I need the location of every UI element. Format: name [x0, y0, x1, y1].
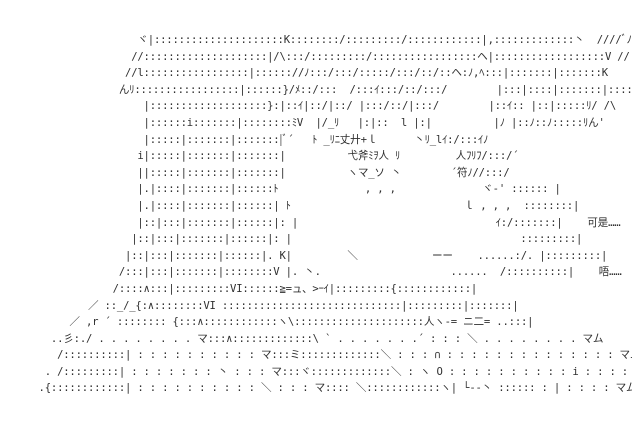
art-line-21: . /:::::::::| : : : : : : : 丶 : : : マ:::…	[20, 365, 632, 378]
art-line-11: |.|::::|:::::::|::::::| ﾄ ｌ , , , ::::::…	[20, 199, 580, 212]
art-line-16: /::::∧:::|:::::::::VI::::::≧=ュ、>ｰｲ|:::::…	[20, 282, 478, 295]
art-line-1: ヾ|:::::::::::::::::::::K::::::::/:::::::…	[20, 34, 632, 46]
art-line-4: んﾘ:::::::::::::::::|::::::}/ﾒ::/::: /:::…	[20, 83, 632, 96]
art-line-6: |::::::i:::::::|::::::::ﾐV |/_ﾘ |:|:: l …	[20, 116, 605, 129]
art-line-9: ||:::::|:::::::|:::::::| ヽマ_ソ 丶 ´符ﾉ//:::…	[20, 166, 510, 179]
art-line-18: ／ ,r ´ :::::::: {:::∧::::::::::::ヽ\:::::…	[20, 316, 534, 329]
art-line-14: |::|:::|:::::::|::::::|. K| ＼ ーー ......:…	[20, 249, 608, 262]
art-line-13: |::|:::|:::::::|::::::|: | :::::::::|	[20, 233, 583, 246]
art-line-2: //::::::::::::::::::::|/\:::/:::::::::/:…	[20, 50, 630, 63]
art-line-15-with-dialogue: /:::|:::|:::::::|::::::::V |. 丶. ...... …	[20, 266, 622, 279]
art-line-19: ..彡:./ . . . . . . . . マ:::∧::::::::::::…	[20, 332, 604, 345]
art-line-20: /::::::::::| : : : : : : : : : : マ:::ミ::…	[20, 349, 632, 362]
art-line-7: |:::::|:::::::|:::::::|ﾞ´ ﾄ _ﾘﾆ丈廾+ｌ 丶ﾘ_l…	[20, 133, 489, 146]
ascii-art: ヾ|:::::::::::::::::::::K::::::::/:::::::…	[20, 32, 632, 397]
art-line-8: i|:::::|:::::::|:::::::| 弋斧ﾐｦ人 ﾘ 人ﾌﾘﾌ/::…	[20, 150, 519, 163]
art-line-10: |.|::::|:::::::|::::::ﾄ , , , ヾ-' ::::::…	[20, 183, 561, 196]
art-line-17: ／ ::_/_{:∧::::::::VI :::::::::::::::::::…	[20, 299, 519, 312]
art-line-22: .{::::::::::::| : : : : : : : : : : ＼ : …	[20, 382, 632, 395]
art-line-3: //l:::::::::::::::::|:::::://ﾉ:::/:::/::…	[20, 67, 608, 80]
art-line-12-with-dialogue: |::|:::|:::::::|::::::|: | ｲ:/:::::::| 可…	[20, 216, 621, 229]
art-line-5: |:::::::::::::::::::}:|::ｲ|::/|::/ |:::/…	[20, 100, 617, 113]
